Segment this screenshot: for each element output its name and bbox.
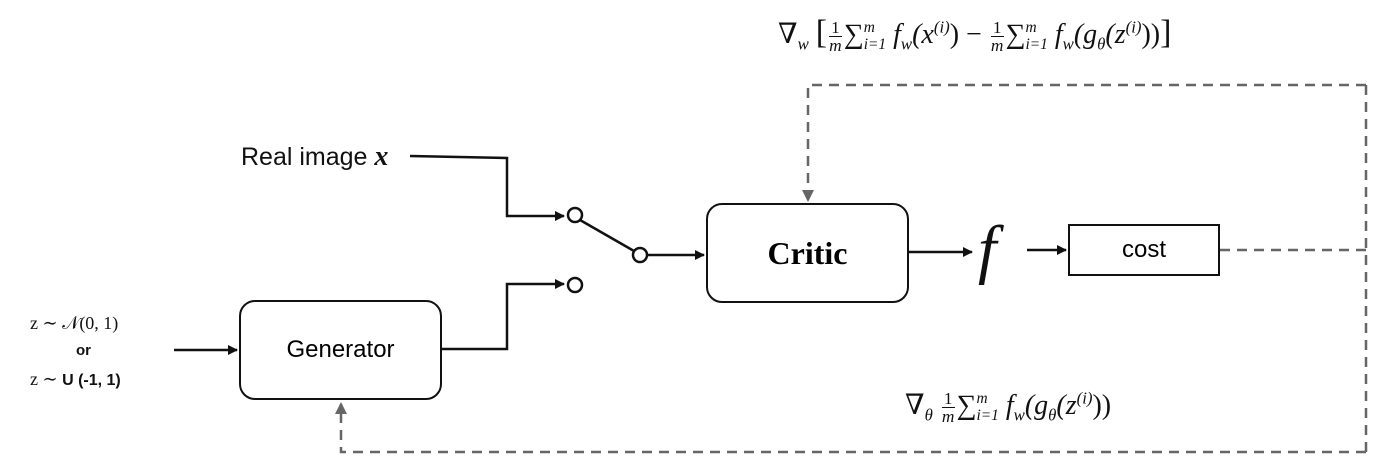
critic-gradient-dashed-arrow [802, 83, 1366, 202]
generator-output-line [442, 279, 565, 351]
real-image-line [409, 154, 565, 221]
noise-uniform-label: z ∼ U (-1, 1) [30, 369, 121, 390]
noise-normal-label: z ∼ 𝒩(0, 1) [30, 313, 119, 333]
real-image-text: Real image [241, 143, 368, 171]
switch-pivot [631, 246, 649, 264]
critic-label: Critic [767, 234, 848, 271]
generator-box: Generator [239, 300, 442, 400]
critic-output-f: f [978, 213, 997, 286]
generator-label: Generator [286, 336, 395, 363]
generator-gradient-dashed-arrow [335, 402, 1366, 454]
cost-box: cost [1068, 224, 1220, 276]
real-image-label: Real image x [241, 141, 388, 173]
real-image-var: x [374, 141, 389, 172]
critic-box: Critic [706, 203, 909, 303]
noise-uniform-text: U (-1, 1) [62, 372, 121, 389]
switch-contact-real [566, 206, 584, 224]
cost-label: cost [1121, 236, 1166, 263]
switch-contact-fake [566, 276, 584, 294]
noise-uniform-prefix: z ∼ [30, 369, 63, 389]
switch-lever [579, 218, 635, 253]
noise-or-label: or [76, 342, 91, 359]
